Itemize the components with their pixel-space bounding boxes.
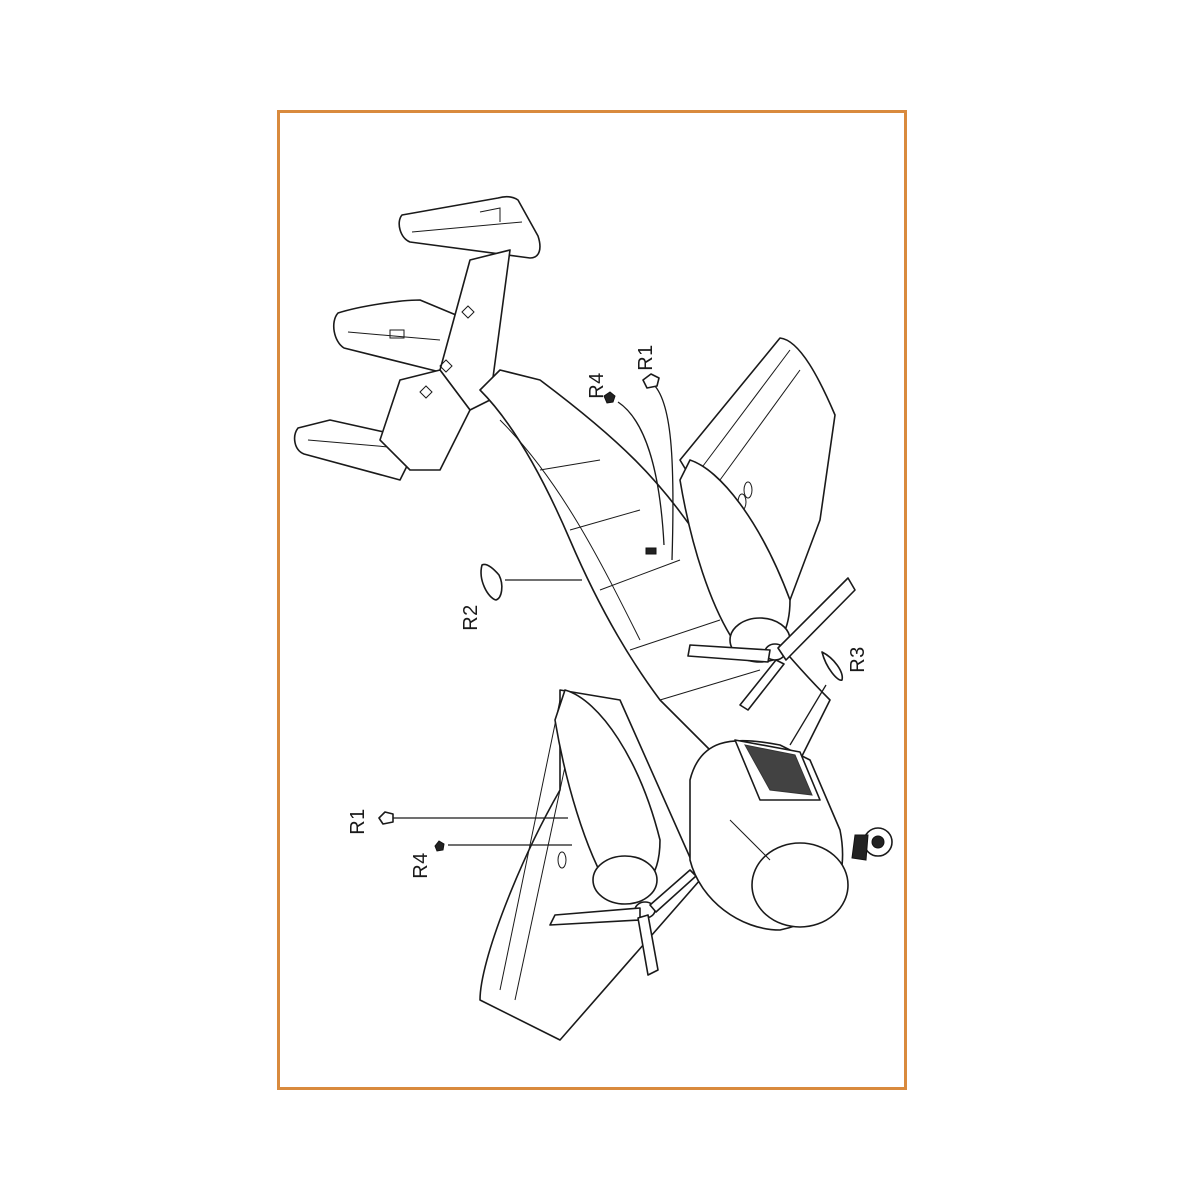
leader-lines <box>392 382 827 846</box>
fuselage <box>479 369 831 761</box>
r4-bottom-part-icon <box>434 840 445 852</box>
left-engine <box>549 689 697 976</box>
part-glyphs <box>378 373 844 852</box>
r2-part-icon <box>480 563 503 601</box>
callout-label-r4-bottom: R4 <box>409 852 432 879</box>
tail-assembly <box>293 195 541 481</box>
callout-label-r2: R2 <box>459 604 482 631</box>
callout-label-r1-top: R1 <box>634 344 657 371</box>
r1-top-part-icon <box>642 373 660 389</box>
callout-label-r1-bottom: R1 <box>346 808 369 835</box>
r3-part-icon <box>821 651 844 681</box>
r1-bottom-part-icon <box>378 811 394 825</box>
right-engine <box>679 459 856 711</box>
r4-top-part-icon <box>603 391 616 404</box>
diagram-frame <box>277 110 907 1090</box>
callout-label-r3: R3 <box>846 646 869 673</box>
right-wing <box>679 337 836 601</box>
cockpit-nose <box>689 739 893 931</box>
callout-label-r4-top: R4 <box>585 372 608 399</box>
